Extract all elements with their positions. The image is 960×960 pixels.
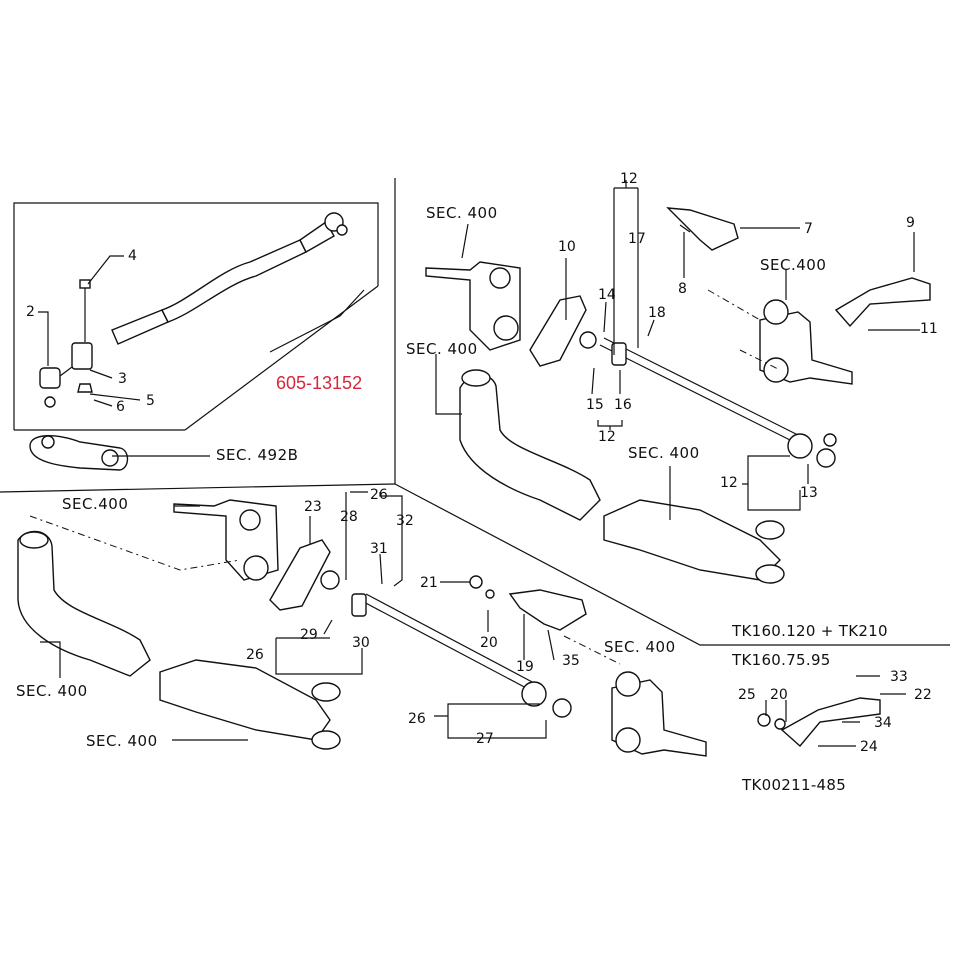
callout-21: 21 xyxy=(420,575,438,591)
callout-14: 14 xyxy=(598,287,616,303)
callout-24: 24 xyxy=(860,739,878,755)
callout-5: 5 xyxy=(146,393,155,409)
callout-8: 8 xyxy=(678,281,687,297)
callout-12-mid: 12 xyxy=(598,429,616,445)
callout-4: 4 xyxy=(128,248,137,264)
callout-26-mid: 26 xyxy=(246,647,264,663)
callout-7: 7 xyxy=(804,221,813,237)
callout-16: 16 xyxy=(614,397,632,413)
callout-11: 11 xyxy=(920,321,938,337)
callout-10: 10 xyxy=(558,239,576,255)
section-label-400-f: SEC. 400 xyxy=(16,682,88,700)
lower-assembly xyxy=(17,499,881,757)
section-label-400-e: SEC.400 xyxy=(62,495,129,513)
callout-30: 30 xyxy=(352,635,370,651)
section-label-400-g: SEC. 400 xyxy=(86,732,158,750)
callout-31: 31 xyxy=(370,541,388,557)
leader-lines xyxy=(38,180,920,747)
callout-25: 25 xyxy=(738,687,756,703)
part-number-label: 605-13152 xyxy=(276,373,363,393)
callout-3: 3 xyxy=(118,371,127,387)
callout-35: 35 xyxy=(562,653,580,669)
section-label-492b: SEC. 492B xyxy=(216,446,299,464)
callout-26-top: 26 xyxy=(370,487,388,503)
callout-32: 32 xyxy=(396,513,414,529)
figure-code: TK00211-485 xyxy=(742,776,847,794)
callout-13: 13 xyxy=(800,485,818,501)
section-label-400-d: SEC. 400 xyxy=(628,444,700,462)
callout-27: 27 xyxy=(476,731,494,747)
callout-18: 18 xyxy=(648,305,666,321)
model-label-tk160-120: TK160.120 + TK210 xyxy=(732,622,888,640)
callout-22: 22 xyxy=(914,687,932,703)
callout-23: 23 xyxy=(304,499,322,515)
model-label-tk160-75: TK160.75.95 xyxy=(732,651,831,669)
callout-2: 2 xyxy=(26,304,35,320)
callout-34: 34 xyxy=(874,715,892,731)
callout-9: 9 xyxy=(906,215,915,231)
callout-20-a: 20 xyxy=(480,635,498,651)
callout-29: 29 xyxy=(300,627,318,643)
callout-26-low: 26 xyxy=(408,711,426,727)
callout-19: 19 xyxy=(516,659,534,675)
section-label-400-h: SEC. 400 xyxy=(604,638,676,656)
frame-lines xyxy=(0,178,950,646)
inset-drag-link xyxy=(29,212,348,471)
section-label-400-a: SEC. 400 xyxy=(426,204,498,222)
callout-28: 28 xyxy=(340,509,358,525)
callout-12-top: 12 xyxy=(620,171,638,187)
callout-15: 15 xyxy=(586,397,604,413)
section-label-400-c: SEC.400 xyxy=(760,256,827,274)
callout-17: 17 xyxy=(628,231,646,247)
callout-33: 33 xyxy=(890,669,908,685)
section-label-400-b: SEC. 400 xyxy=(406,340,478,358)
upper-right-assembly xyxy=(425,207,931,584)
callout-12-right: 12 xyxy=(720,475,738,491)
callout-20-b: 20 xyxy=(770,687,788,703)
callout-6: 6 xyxy=(116,399,125,415)
